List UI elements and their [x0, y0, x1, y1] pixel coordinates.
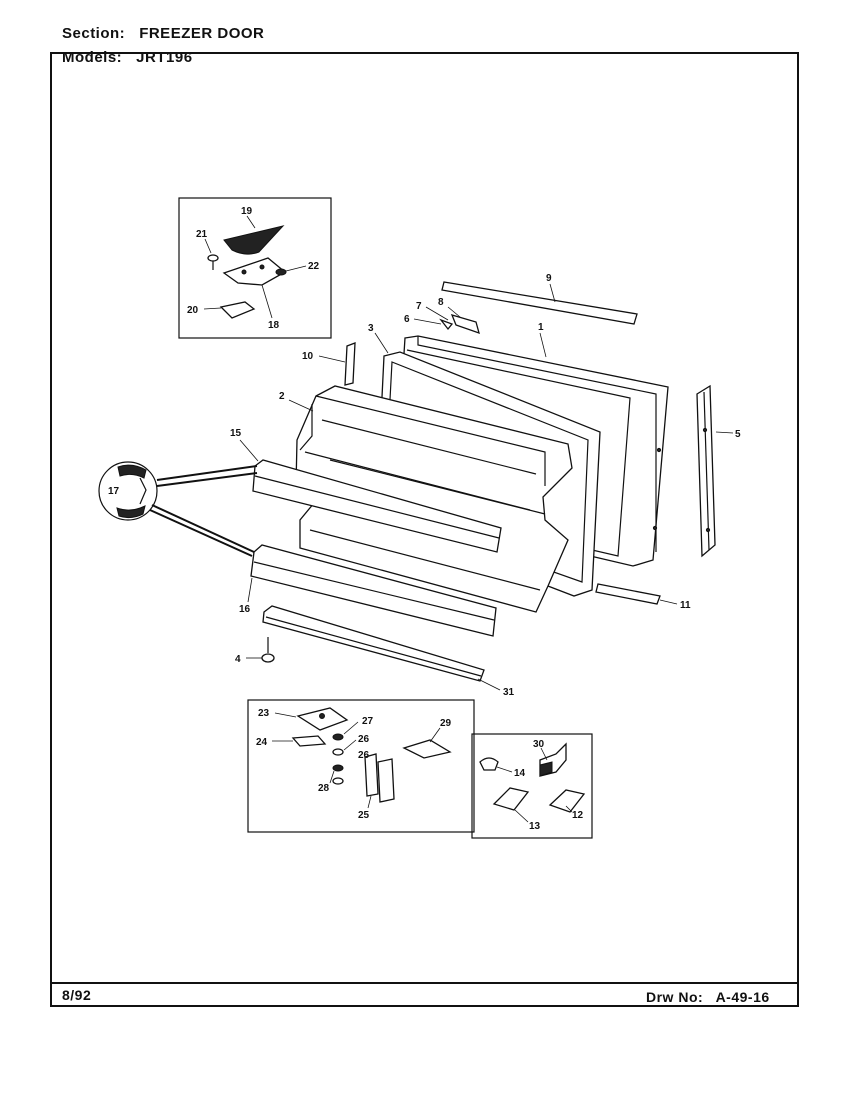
callout-20: 20: [187, 305, 199, 316]
leader-31: [477, 678, 501, 691]
leader-10: [318, 355, 346, 363]
callout-15: 15: [230, 428, 242, 439]
callout-31: 31: [503, 687, 515, 698]
top-strip: 9: [441, 273, 638, 325]
callout-24: 24: [256, 737, 268, 748]
hinge-plate-hole: [241, 269, 247, 275]
hardware-inset: 14 30 13 12: [471, 733, 593, 839]
callout-30: 30: [533, 739, 545, 750]
leader-1: [539, 332, 547, 358]
section-label: Section:: [62, 25, 126, 42]
leader-21: [204, 238, 212, 254]
detail-circle: [98, 461, 158, 521]
callout-23: 23: [258, 708, 270, 719]
section-value: FREEZER DOOR: [139, 25, 265, 42]
callout-14: 14: [514, 768, 526, 779]
bottom-trim: 31: [262, 605, 515, 698]
hinge-plate-hole: [259, 264, 265, 270]
leader-2: [288, 399, 314, 412]
drawing-number-block: Drw No: A-49-16: [646, 989, 770, 1005]
callout-26: 26: [358, 734, 370, 745]
callout-27: 27: [362, 716, 374, 727]
hinge-cover: [223, 225, 285, 255]
trim-screw: 4: [235, 637, 275, 665]
callout-5: 5: [735, 429, 741, 440]
callout-28: 28: [318, 783, 330, 794]
callout-1: 1: [538, 322, 544, 333]
section-heading: Section: FREEZER DOOR: [62, 25, 264, 42]
callout-19: 19: [241, 206, 253, 217]
bottom-hinge-inset: 23 24 27 26 26 28 25 29: [247, 699, 475, 833]
callout-6: 6: [404, 314, 410, 325]
leader-15: [239, 439, 259, 462]
callout-12: 12: [572, 810, 584, 821]
rail-end-cap-detail: 17: [98, 461, 258, 557]
callout-8: 8: [438, 297, 444, 308]
leader-19: [246, 215, 256, 229]
hinge-plate: [222, 257, 287, 286]
top-hinge-inset: 19 21 22 20 18: [178, 197, 332, 339]
leader-16: [247, 577, 253, 603]
callout-7: 7: [416, 301, 422, 312]
leader-22: [285, 265, 307, 272]
callout-2: 2: [279, 391, 285, 402]
hinge-screw: [207, 254, 219, 262]
drawing-frame: [50, 52, 799, 1007]
leader-11: [659, 599, 678, 605]
bottom-strip: 11: [595, 583, 691, 611]
callout-16: 16: [239, 604, 251, 615]
callout-4: 4: [235, 654, 241, 665]
hinge-washer: [275, 268, 287, 276]
top-hinge-inset-frame: [178, 197, 332, 339]
drawing-number-label: Drw No:: [646, 989, 704, 1005]
callout-17: 17: [108, 486, 120, 497]
upper-shelf-rail: 15: [230, 428, 502, 553]
leader-3: [374, 332, 389, 354]
callout-13: 13: [529, 821, 541, 832]
callout-11: 11: [680, 600, 691, 611]
callout-21: 21: [196, 229, 208, 240]
leader-5: [715, 431, 734, 434]
leader-20: [203, 307, 222, 310]
callout-26-lower: 26: [358, 750, 370, 761]
hinge-shim: [219, 301, 256, 319]
revision-date: 8/92: [62, 987, 92, 1003]
callout-3: 3: [368, 323, 374, 334]
inner-door-liner: 2: [279, 385, 573, 613]
leader-9: [549, 283, 556, 303]
hardware-inset-frame: [471, 733, 593, 839]
side-strip: 5: [696, 384, 741, 558]
callout-25: 25: [358, 810, 370, 821]
callout-10: 10: [302, 351, 314, 362]
callout-29: 29: [440, 718, 452, 729]
callout-18: 18: [268, 320, 280, 331]
leader-18: [261, 284, 273, 319]
lower-shelf-rail: 16: [239, 544, 497, 637]
callout-9: 9: [546, 273, 552, 284]
left-trim-strip: 10: [302, 342, 356, 386]
callout-22: 22: [308, 261, 320, 272]
stop-bracket-parts: 8 7 6: [404, 297, 480, 335]
drawing-number: A-49-16: [715, 989, 770, 1005]
bottom-hinge-inset-frame: [247, 699, 475, 833]
